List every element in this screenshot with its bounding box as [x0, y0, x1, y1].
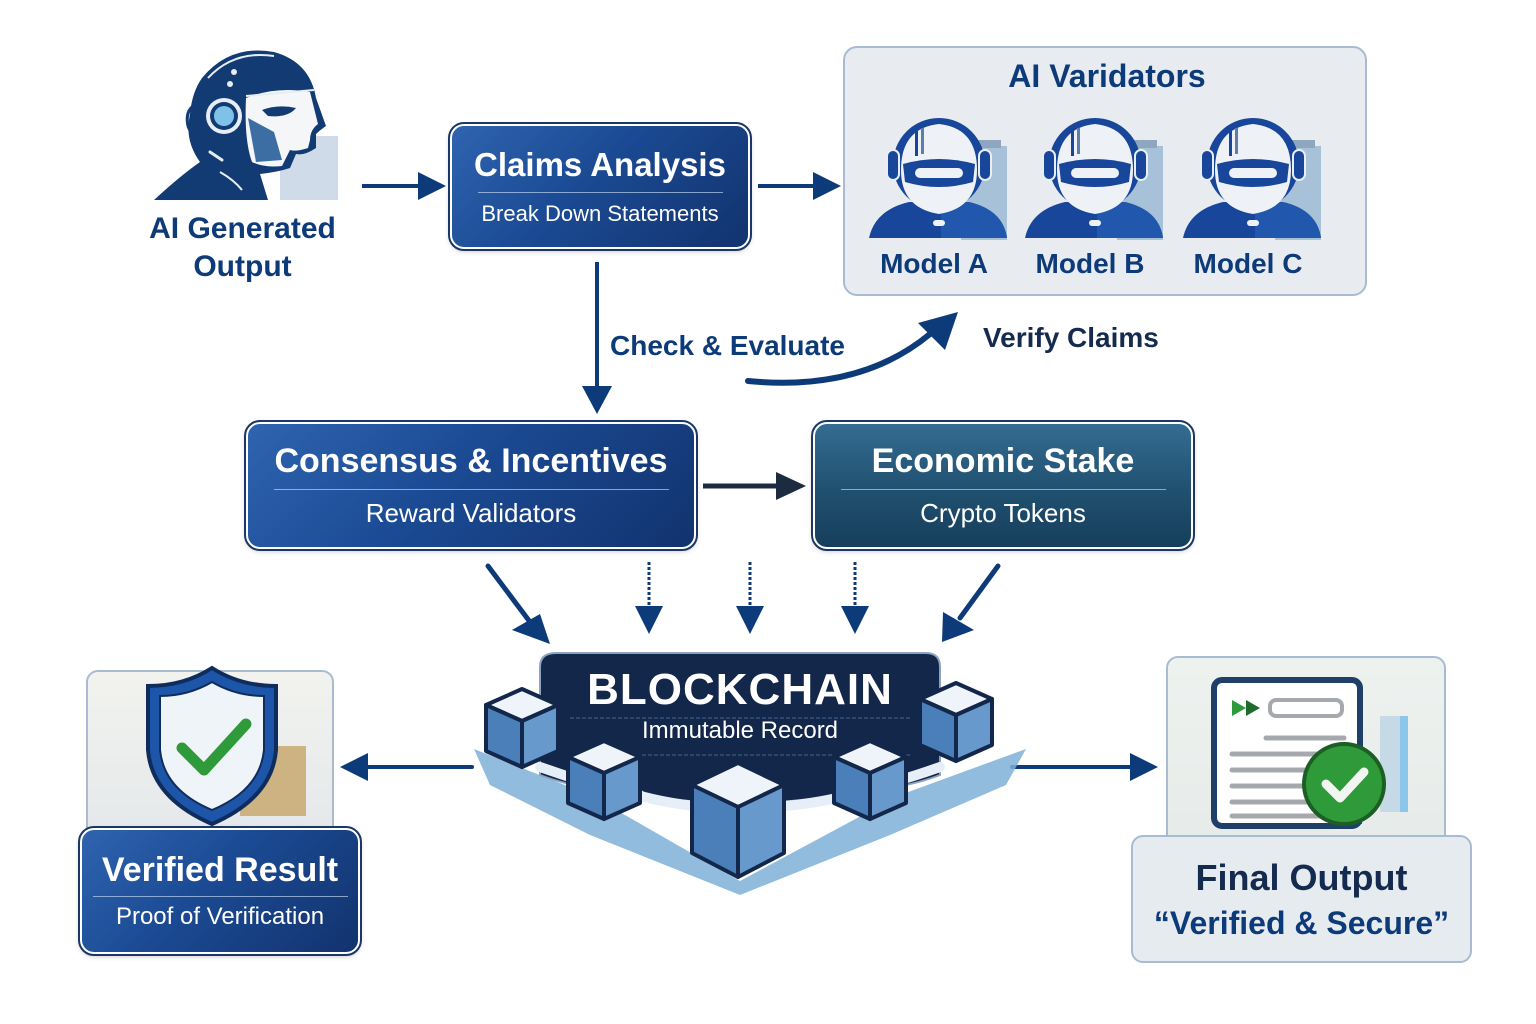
- model-a-label: Model A: [880, 248, 988, 279]
- block-cube-2: [566, 739, 642, 821]
- claims-analysis-divider: [477, 192, 723, 193]
- final-output-subtitle: “Verified & Secure”: [1153, 904, 1450, 941]
- arrow-ai-to-claims: [362, 172, 446, 200]
- robot-head-icon: [154, 50, 338, 200]
- final-output-box[interactable]: Final Output “Verified & Secure”: [1131, 835, 1472, 963]
- economic-stake-subtitle: Crypto Tokens: [920, 498, 1086, 528]
- economic-stake-divider: [840, 489, 1166, 490]
- dashed-arrow-1: [635, 562, 663, 634]
- consensus-divider: [273, 489, 669, 490]
- claims-analysis-subtitle: Break Down Statements: [481, 201, 719, 226]
- validator-model-a[interactable]: Model A: [869, 110, 1009, 290]
- validators-panel: AI Varidators Model A: [843, 46, 1367, 296]
- validator-model-c[interactable]: Model C: [1183, 110, 1323, 290]
- final-output-title: Final Output: [1195, 856, 1408, 898]
- ai-output-node: AI Generated Output: [140, 40, 360, 290]
- arrow-blockchain-to-final: [1010, 753, 1158, 781]
- verify-claims-label: Verify Claims: [983, 322, 1159, 353]
- block-cube-4: [832, 739, 908, 821]
- validator-model-b[interactable]: Model B: [1025, 110, 1165, 290]
- consensus-title: Consensus & Incentives: [274, 442, 668, 480]
- verified-result-title: Verified Result: [101, 851, 339, 889]
- validator-avatar-icon: [869, 118, 1007, 240]
- blockchain-subtitle: Immutable Record: [641, 717, 839, 744]
- consensus-subtitle: Reward Validators: [365, 498, 577, 528]
- arrow-consensus-to-blockchain: [485, 563, 550, 644]
- model-c-label: Model C: [1193, 248, 1303, 279]
- block-cube-5: [918, 681, 994, 763]
- validator-avatar-icon: [1025, 118, 1163, 240]
- ai-output-label-line1: AI Generated: [149, 212, 336, 245]
- check-evaluate-label: Check & Evaluate: [610, 330, 845, 361]
- ai-output-label: AI Generated Output: [140, 210, 345, 286]
- dashed-arrow-3: [841, 562, 869, 634]
- document-check-icon: [1211, 677, 1408, 829]
- claims-analysis-box[interactable]: Claims Analysis Break Down Statements: [448, 122, 752, 251]
- blockchain-title: BLOCKCHAIN: [587, 665, 893, 714]
- dashed-arrow-2: [736, 562, 764, 634]
- validator-avatar-icon: [1183, 118, 1321, 240]
- consensus-box[interactable]: Consensus & Incentives Reward Validators: [244, 420, 698, 551]
- block-cube-1: [484, 687, 560, 769]
- arrow-stake-to-blockchain: [942, 563, 1001, 642]
- arrow-claims-to-validators: [758, 172, 841, 200]
- verified-result-subtitle: Proof of Verification: [115, 903, 325, 930]
- model-b-label: Model B: [1035, 248, 1145, 279]
- verified-result-divider: [92, 896, 348, 897]
- economic-stake-title: Economic Stake: [871, 442, 1135, 480]
- validators-title: AI Varidators: [1008, 58, 1206, 94]
- arrow-consensus-to-stake: [703, 472, 806, 500]
- block-cube-3: [690, 761, 786, 879]
- arrow-blockchain-to-verified: [340, 753, 474, 781]
- claims-analysis-title: Claims Analysis: [474, 146, 726, 183]
- economic-stake-box[interactable]: Economic Stake Crypto Tokens: [811, 420, 1195, 551]
- blockchain-node[interactable]: BLOCKCHAIN Immutable Record: [470, 645, 1030, 895]
- ai-output-label-line2: Output: [193, 250, 292, 283]
- arrow-claims-to-consensus: [582, 262, 612, 414]
- shield-check-icon: [146, 665, 306, 827]
- verified-result-box[interactable]: Verified Result Proof of Verification: [78, 826, 362, 956]
